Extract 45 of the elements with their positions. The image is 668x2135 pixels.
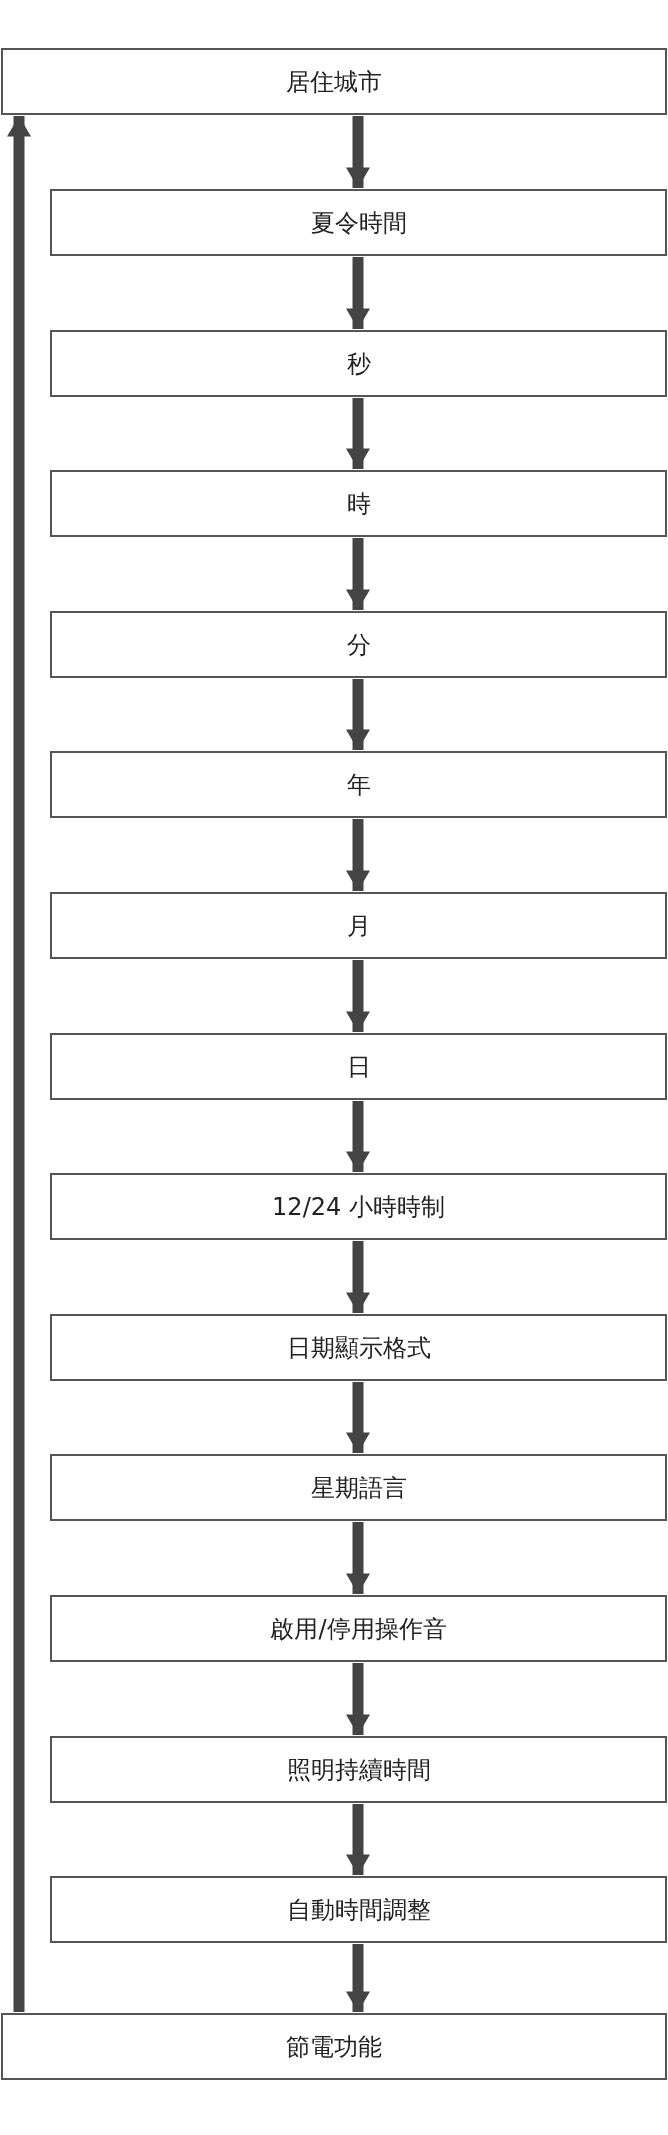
step-box [50, 611, 667, 678]
step-label: 節電功能 [286, 2031, 382, 2063]
step-box [50, 470, 667, 537]
arrow [346, 1241, 370, 1313]
step-box [50, 189, 667, 256]
step-label: 日 [346, 1051, 371, 1083]
step-label: 秒 [346, 348, 371, 380]
step-box [50, 1033, 667, 1100]
arrow [346, 538, 370, 610]
step-box [1, 48, 667, 115]
step-label: 照明持續時間 [286, 1754, 431, 1786]
step-label: 年 [346, 769, 371, 801]
step-label: 分 [346, 629, 371, 661]
step-box [50, 1173, 667, 1240]
step-label: 12/24 小時時制 [272, 1191, 445, 1223]
step-box [50, 1736, 667, 1803]
arrow [346, 1944, 370, 2012]
arrow [346, 1663, 370, 1735]
step-label: 月 [346, 910, 371, 942]
arrow [346, 1522, 370, 1594]
arrow [346, 1101, 370, 1172]
step-box [50, 330, 667, 397]
step-box [50, 1595, 667, 1662]
arrow [346, 257, 370, 329]
step-label: 居住城市 [286, 66, 382, 98]
arrow [346, 398, 370, 469]
step-label: 啟用/停用操作音 [270, 1613, 447, 1645]
step-box [50, 1876, 667, 1943]
step-box [50, 1454, 667, 1521]
step-box [1, 2013, 667, 2080]
step-box [50, 892, 667, 959]
step-label: 時 [346, 488, 371, 520]
arrow [346, 960, 370, 1032]
arrow [346, 819, 370, 891]
arrow [346, 679, 370, 750]
arrow [7, 116, 31, 2012]
step-label: 星期語言 [310, 1472, 407, 1504]
arrow [346, 116, 370, 188]
arrow [346, 1804, 370, 1875]
step-box [50, 751, 667, 818]
step-label: 日期顯示格式 [286, 1332, 431, 1364]
step-label: 夏令時間 [310, 207, 407, 239]
arrow [346, 1382, 370, 1453]
step-box [50, 1314, 667, 1381]
step-label: 自動時間調整 [286, 1894, 431, 1926]
